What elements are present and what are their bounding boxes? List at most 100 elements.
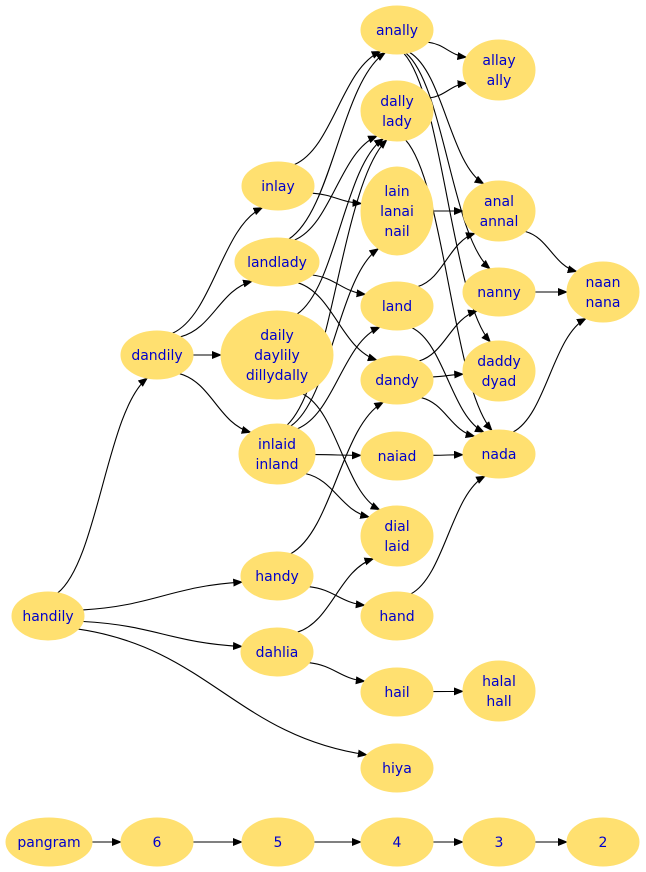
edge-dandily-to-landlady (180, 279, 254, 338)
edge-land-to-anal (417, 232, 476, 288)
nodes-layer: handilydandilyinlaylandladydailydaylilyd… (5, 5, 640, 867)
edge-landlady-to-land (312, 274, 367, 298)
node-nada-label-0: nada (482, 447, 517, 463)
node-len6: 6 (120, 817, 194, 867)
node-dandy: dandy (360, 355, 434, 405)
edge-anal-to-naan (525, 230, 578, 274)
node-len3: 3 (462, 817, 536, 867)
node-anally-label-0: anally (376, 23, 418, 39)
edge-anally-to-daddy (403, 53, 491, 343)
node-pangram: pangram (5, 817, 93, 867)
edge-dandily-to-inlay (172, 207, 264, 334)
node-anal-label-1: annal (480, 214, 519, 230)
edge-dandily-to-inlaid (179, 373, 252, 434)
node-dahlia-shape (240, 627, 314, 677)
node-hiya: hiya (360, 743, 434, 793)
edge-dandy-to-nada (421, 397, 476, 439)
edge-nada-to-naan (512, 318, 587, 433)
node-dial-shape (360, 505, 434, 567)
node-dandily: dandily (120, 330, 194, 380)
node-inlaid: inlaid inland (238, 423, 316, 485)
node-dally-shape (360, 80, 434, 142)
node-daddy-label-0: daddy (477, 354, 521, 370)
edge-handy-to-hand (309, 586, 366, 609)
edge-dally-to-nada (405, 139, 493, 432)
node-hand-label-0: hand (379, 609, 414, 625)
edge-handily-to-handy (82, 578, 244, 611)
node-pangram-shape (5, 817, 93, 867)
node-dahlia-label-0: dahlia (256, 645, 299, 661)
node-landlady-shape (234, 237, 320, 287)
node-hail-label-0: hail (384, 685, 409, 701)
node-len5-label-0: 5 (274, 835, 283, 851)
node-len6-shape (120, 817, 194, 867)
node-daddy: daddy dyad (462, 340, 536, 402)
node-inlay: inlay (241, 161, 315, 211)
node-inlaid-label-1: inland (256, 457, 299, 473)
edge-daily-to-dial (302, 393, 381, 511)
node-len4: 4 (360, 817, 434, 867)
node-daddy-label-1: dyad (482, 374, 517, 390)
node-handy-shape (240, 551, 314, 601)
edge-dandy-to-nanny (418, 309, 478, 362)
node-anal-label-0: anal (484, 194, 514, 210)
node-dandy-shape (360, 355, 434, 405)
node-daddy-shape (462, 340, 536, 402)
node-inlaid-shape (238, 423, 316, 485)
node-hail: hail (360, 667, 434, 717)
node-naiad-label-0: naiad (378, 449, 417, 465)
node-landlady-label-0: landlady (247, 255, 307, 271)
node-inlaid-label-0: inlaid (258, 437, 296, 453)
node-pangram-label-0: pangram (17, 835, 80, 851)
node-dandy-label-0: dandy (375, 373, 419, 389)
edge-handily-to-dandily (57, 377, 149, 594)
node-inlay-shape (241, 161, 315, 211)
node-nanny-shape (462, 267, 536, 317)
node-land-shape (360, 281, 434, 331)
node-naiad-shape (360, 431, 434, 481)
edge-handily-to-dahlia (82, 620, 243, 651)
node-hand-shape (360, 591, 434, 641)
edge-inlaid-to-dally (286, 139, 388, 426)
edge-handy-to-dandy (290, 401, 385, 555)
node-naan-shape (566, 261, 640, 323)
edge-landlady-to-dandy (297, 282, 378, 362)
node-allay: allay ally (462, 39, 536, 101)
node-anally: anally (360, 5, 434, 55)
node-handily-label-0: handily (22, 609, 73, 625)
node-anal: anal annal (462, 180, 536, 242)
node-land: land (360, 281, 434, 331)
node-allay-label-0: allay (482, 53, 515, 69)
edge-dally-to-allay (429, 80, 468, 99)
node-handy: handy (240, 551, 314, 601)
node-len6-label-0: 6 (153, 835, 162, 851)
node-len2-shape (566, 817, 640, 867)
node-land-label-0: land (382, 299, 412, 315)
node-nada-shape (462, 429, 536, 479)
node-dally-label-0: dally (380, 94, 414, 110)
node-nada: nada (462, 429, 536, 479)
node-anal-shape (462, 180, 536, 242)
node-daily-label-1: daylily (254, 348, 300, 364)
node-nanny: nanny (462, 267, 536, 317)
node-len5: 5 (241, 817, 315, 867)
node-halal-label-1: hall (486, 694, 511, 710)
node-dahlia: dahlia (240, 627, 314, 677)
node-len3-shape (462, 817, 536, 867)
node-hand: hand (360, 591, 434, 641)
edge-daily-to-dally (296, 138, 385, 315)
node-lain-label-2: nail (384, 224, 409, 240)
edge-inlaid-to-lain (290, 248, 380, 427)
node-allay-label-1: ally (487, 73, 512, 89)
node-naan-label-1: nana (586, 295, 621, 311)
node-daily-shape (220, 310, 334, 400)
node-lain-label-1: lanai (380, 204, 414, 220)
edge-inlaid-to-dial (305, 473, 371, 519)
edge-anally-to-nanny (405, 52, 491, 270)
node-dial-label-0: dial (384, 519, 409, 535)
